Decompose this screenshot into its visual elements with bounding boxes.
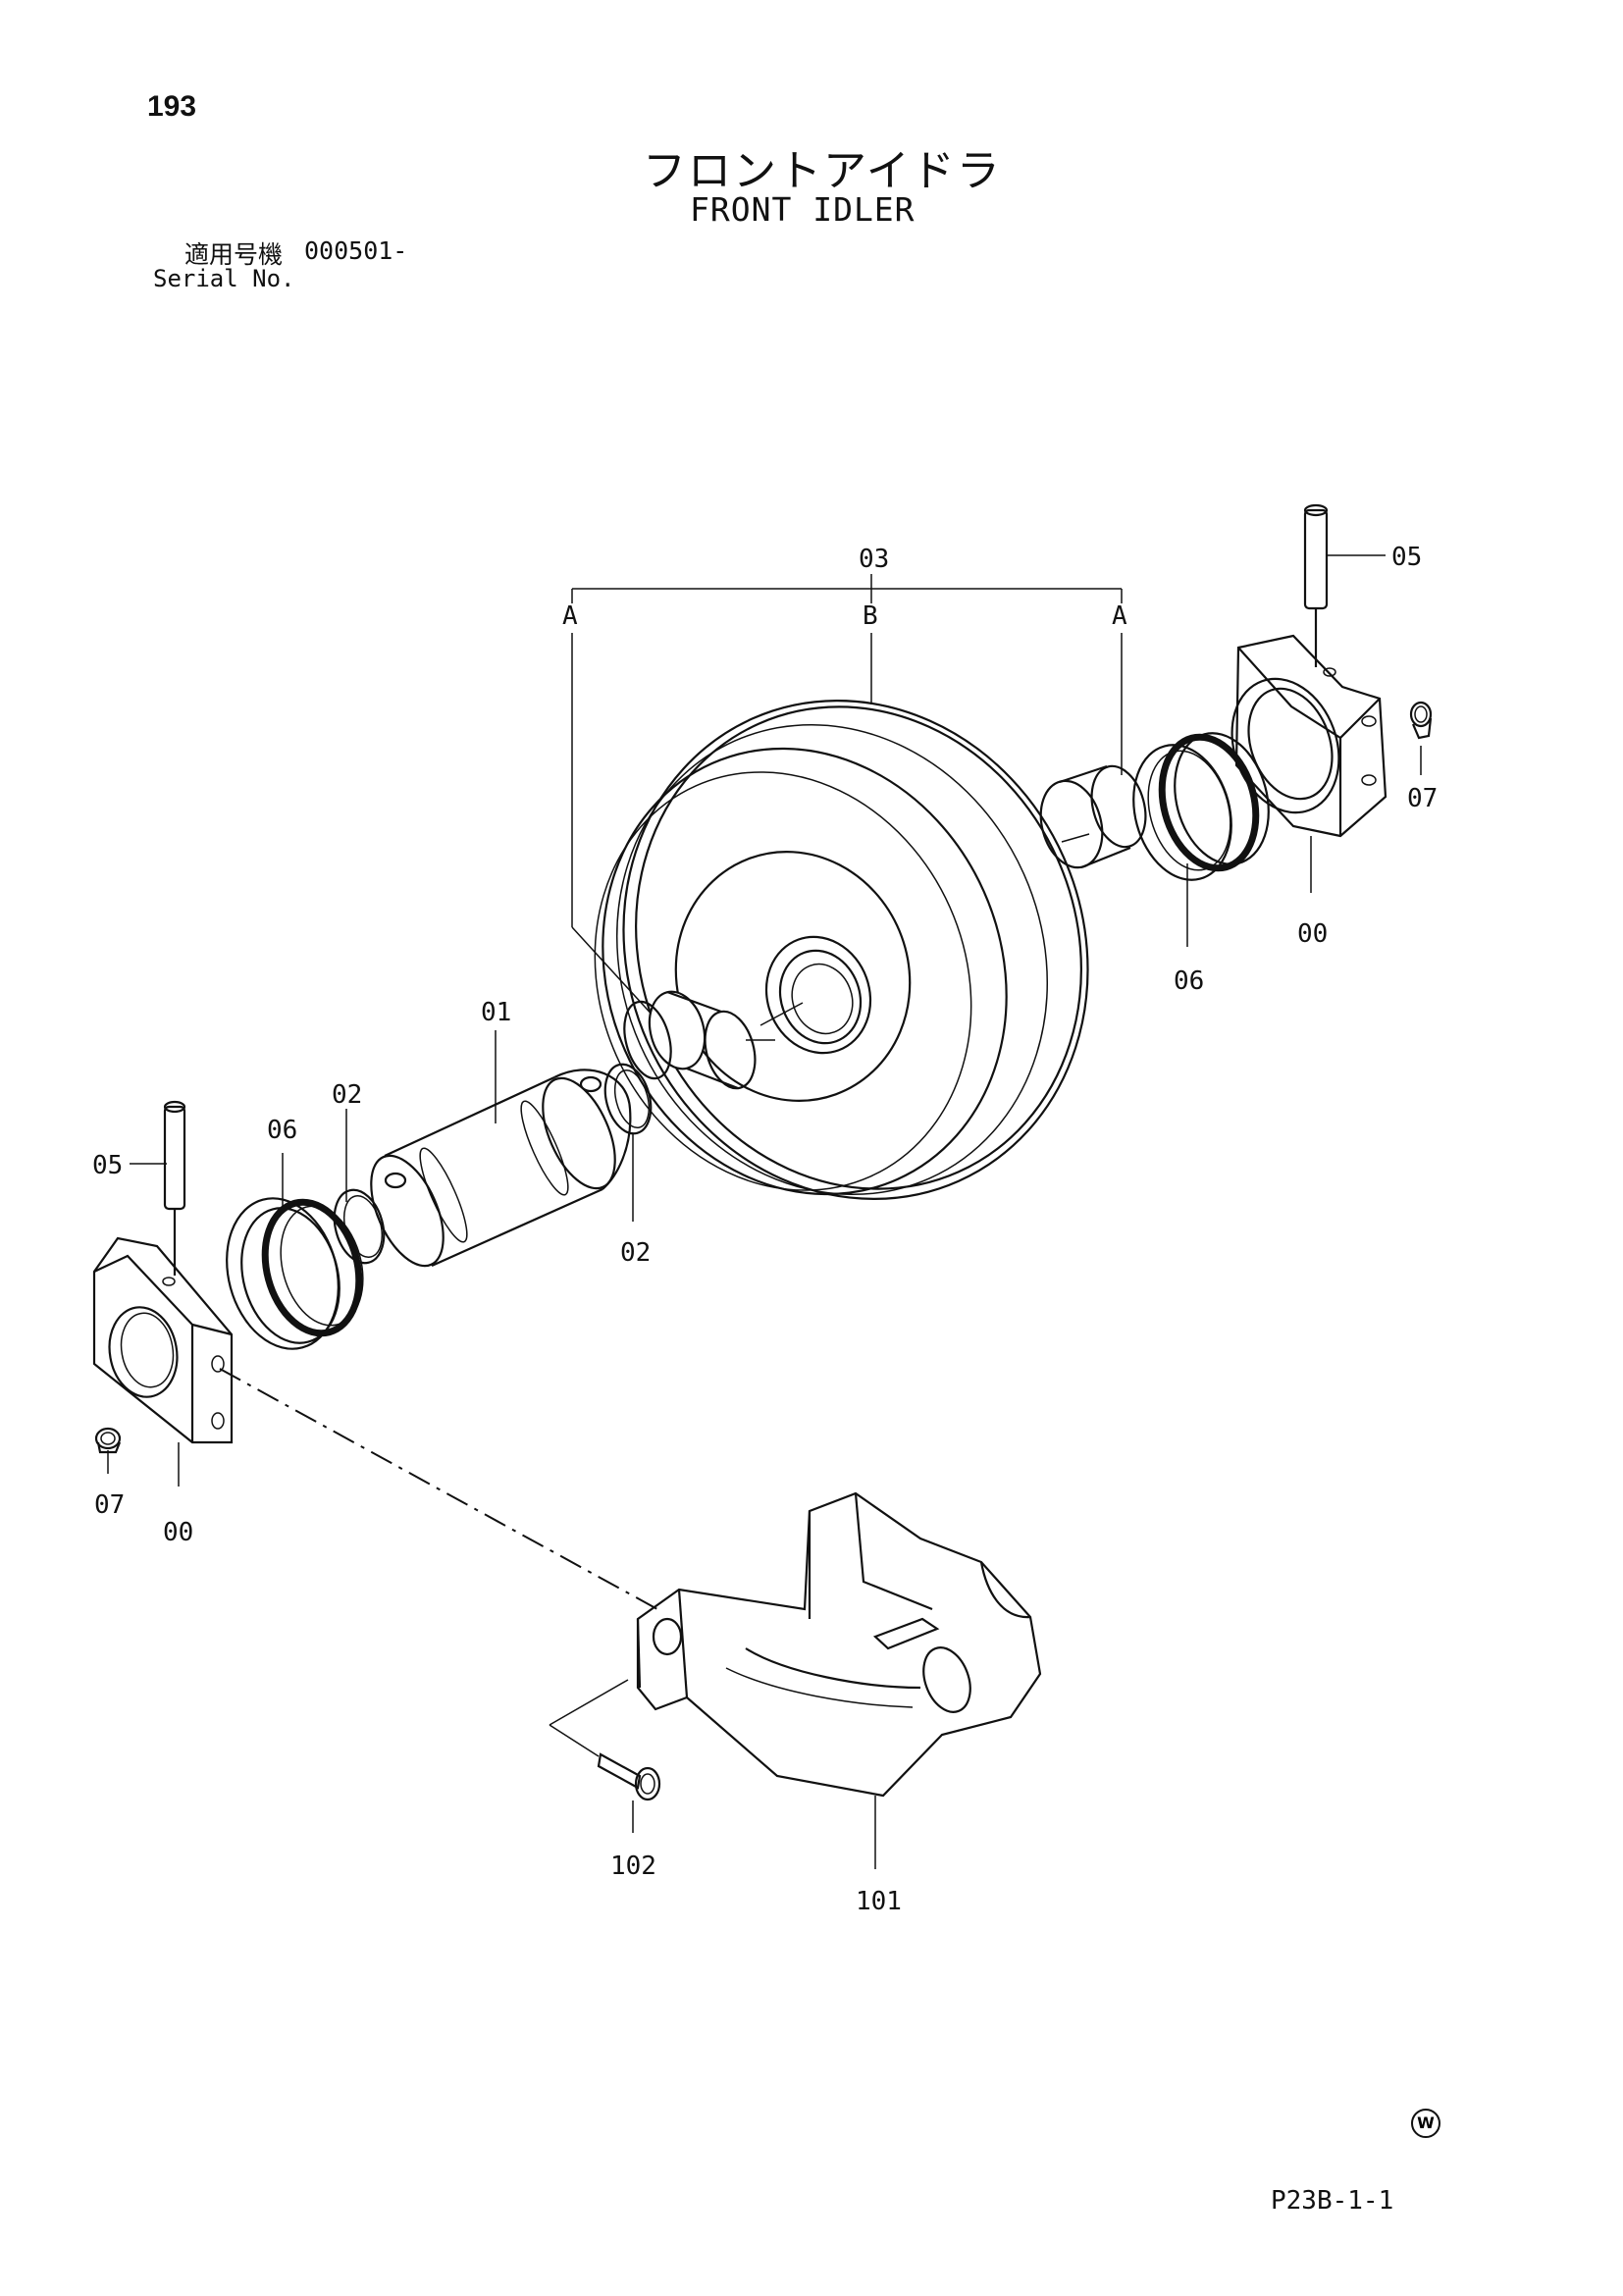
callout-05-left: 05 <box>92 1151 123 1180</box>
serial-label-japanese: 適用号機 <box>184 240 284 269</box>
callout-03: 03 <box>859 545 889 574</box>
shaft <box>370 1069 632 1268</box>
o-ring-upper <box>603 1063 653 1135</box>
page-title-english: FRONT IDLER <box>690 190 916 229</box>
bearing-block-left <box>92 1236 234 1444</box>
bearing-block-right <box>1230 634 1387 838</box>
watermark-w-symbol: W <box>1411 2109 1440 2138</box>
callout-00-left: 00 <box>163 1518 193 1547</box>
callout-a-left: A <box>562 601 578 631</box>
bolt <box>549 1679 661 1801</box>
callout-00-right: 00 <box>1297 919 1328 949</box>
bushing-right <box>1039 764 1147 869</box>
idler-yoke <box>636 1491 1042 1798</box>
callout-07-right: 07 <box>1407 784 1438 813</box>
sheet-code: P23B-1-1 <box>1271 2186 1394 2216</box>
callout-102: 102 <box>610 1852 656 1881</box>
callout-101: 101 <box>856 1887 902 1916</box>
floating-seal-right <box>1132 732 1270 881</box>
callout-06-right: 06 <box>1174 966 1204 996</box>
page-title-japanese: フロントアイドラ <box>643 146 1002 196</box>
serial-number-value: 000501- <box>304 236 408 265</box>
spring-pin-left <box>163 1100 186 1276</box>
callout-06-left: 06 <box>267 1116 297 1145</box>
callout-02-lower: 02 <box>620 1238 651 1268</box>
mounting-axis-line <box>219 1368 658 1610</box>
callout-a-right: A <box>1112 601 1127 631</box>
callout-b: B <box>863 601 878 631</box>
floating-seal-left <box>226 1197 364 1350</box>
idler-wheel <box>594 700 1089 1200</box>
callout-02-upper: 02 <box>332 1080 362 1110</box>
serial-label-english: Serial No. <box>153 265 295 292</box>
assembly-bracket <box>571 574 1123 1019</box>
leader-lines <box>107 554 1422 1869</box>
plug-right <box>1409 701 1433 740</box>
spring-pin-right <box>1303 503 1329 667</box>
plug-left <box>94 1427 122 1454</box>
callout-01: 01 <box>481 998 511 1027</box>
callout-05-right: 05 <box>1391 543 1422 572</box>
callout-07-left: 07 <box>94 1490 125 1520</box>
bushing-left <box>623 990 757 1090</box>
page-number: 193 <box>147 90 197 123</box>
